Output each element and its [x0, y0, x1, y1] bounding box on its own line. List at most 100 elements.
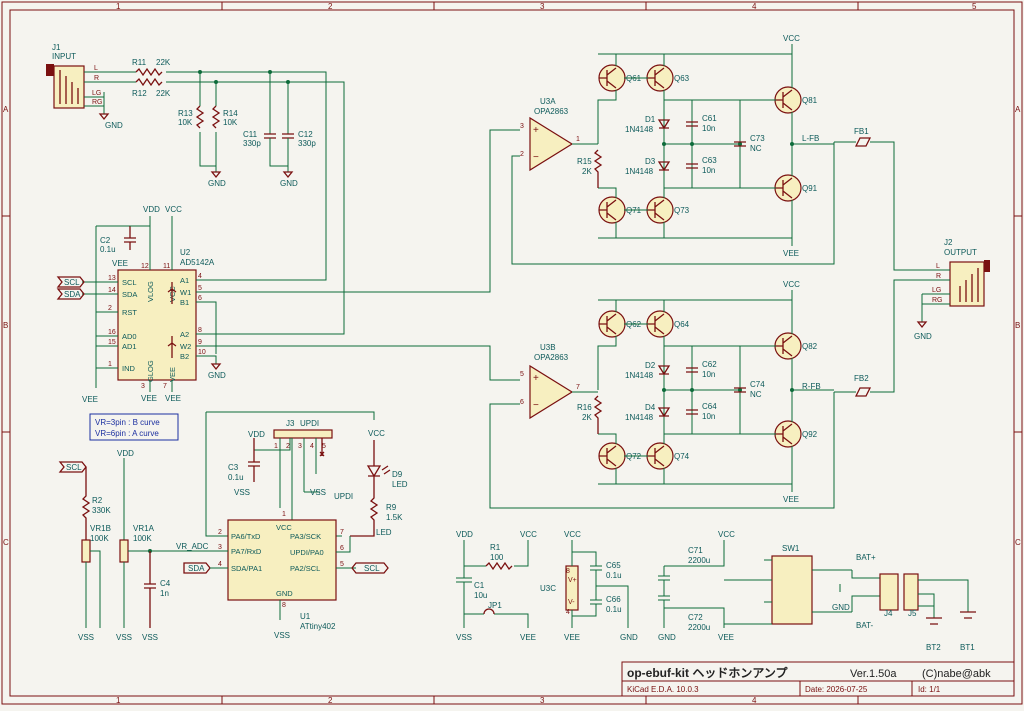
vss-c3: VSS	[234, 488, 250, 497]
vee-c72: VEE	[718, 633, 734, 642]
r13-value: 10K	[178, 118, 193, 127]
u2-pin-name-rst: RST	[122, 308, 137, 317]
d4-value: 1N4148	[625, 413, 654, 422]
u3b-value: OPA2863	[534, 353, 569, 362]
vee-u3c: VEE	[564, 633, 580, 642]
gnd-c71: GND	[658, 633, 676, 642]
u3a-opamp: U3A OPA2863 + − 3 2 1	[520, 97, 580, 172]
stageR-vee: VEE	[783, 495, 799, 504]
copyright-text: (C)nabe@abk	[922, 668, 991, 680]
vr1a-value: 100K	[133, 534, 152, 543]
c71-value: 2200u	[688, 556, 710, 565]
frame-col-4-bottom: 4	[752, 696, 757, 705]
fb2-ref: FB2	[854, 374, 869, 383]
u2-pin-num-14: 14	[108, 287, 116, 294]
title-block: op-ebuf-kit ヘッドホンアンプ Ver.1.50a (C)nabe@a…	[621, 661, 1015, 697]
j3-ref: J3	[286, 419, 295, 428]
c65-ref: C65	[606, 561, 621, 570]
scl-label-vr	[58, 461, 87, 473]
updi-net-label: UPDI	[334, 492, 353, 501]
r2-value: 330K	[92, 506, 111, 515]
u2-pin-name-ad1: AD1	[122, 342, 137, 351]
c66-ref: C66	[606, 595, 621, 604]
r15-resistor	[593, 149, 603, 188]
vcc-d9: VCC	[368, 429, 385, 438]
gnd-r13: GND	[208, 179, 226, 188]
fb1-ferrite: FB1 L-FB	[802, 127, 938, 271]
j3-value: UPDI	[300, 419, 319, 428]
c63-ref: C63	[702, 156, 717, 165]
d2-diode	[657, 365, 671, 376]
j1-pin-lg: LG	[92, 90, 101, 97]
vr1b-value: 100K	[90, 534, 109, 543]
svg-text:+: +	[533, 373, 539, 384]
q64-ref: Q64	[674, 320, 690, 329]
frame-row-a-right: A	[1015, 105, 1021, 114]
frame-col-2-bottom: 2	[328, 696, 333, 705]
svg-text:5: 5	[322, 443, 326, 450]
c3-ref: C3	[228, 463, 239, 472]
frame-row-c: C	[3, 538, 9, 547]
r1-value: 100	[490, 553, 504, 562]
u2-value: AD5142A	[180, 258, 215, 267]
d2-value: 1N4148	[625, 371, 654, 380]
r16-ref: R16	[577, 403, 592, 412]
vdd-u2: VDD	[143, 205, 160, 214]
u2-pin-name-scl: SCL	[122, 278, 137, 287]
d1-diode	[657, 119, 671, 130]
c62-value: 10n	[702, 370, 715, 379]
svg-text:−: −	[533, 400, 539, 411]
c66-value: 0.1u	[606, 605, 622, 614]
frame-row-c-right: C	[1015, 538, 1021, 547]
c62-ref: C62	[702, 360, 717, 369]
d2-ref: D2	[645, 361, 656, 370]
u3a-pin-out: 1	[576, 136, 580, 143]
u1-pin-name-5: PA2/SCL	[290, 564, 320, 573]
u2-pin-name-w2: W2	[180, 342, 191, 351]
d9-ref: D9	[392, 470, 403, 479]
c2-value: 0.1u	[100, 245, 116, 254]
gnd-j1: GND	[105, 121, 123, 130]
r16-value: 2K	[582, 413, 592, 422]
u1-pin-num-7: 7	[340, 529, 344, 536]
u1-pin-name-vcc: VCC	[276, 523, 292, 532]
pot-curve-note: VR=3pin : B curve VR=6pin : A curve	[89, 413, 179, 441]
frame-row-a: A	[3, 105, 9, 114]
u2-pin-name-a2: A2	[180, 330, 189, 339]
c11-c12-capacitors	[264, 133, 294, 139]
vee-u2-left: VEE	[82, 395, 98, 404]
c64-value: 10n	[702, 412, 715, 421]
u2-pin-name-ind: IND	[122, 364, 136, 373]
u2-pin-name-w1: W1	[180, 288, 191, 297]
title-text: op-ebuf-kit ヘッドホンアンプ	[627, 665, 788, 680]
frame-row-b: B	[3, 321, 8, 330]
u1-pin-name-3: PA7/RxD	[231, 547, 262, 556]
j2-pin-r: R	[936, 273, 941, 280]
u2-pin-num-11: 11	[163, 263, 170, 270]
u1-pin-num-4: 4	[218, 561, 222, 568]
u2-pin-num-7: 7	[163, 383, 167, 390]
j1-pin-r: R	[94, 75, 99, 82]
u2-pin-num-4: 4	[198, 273, 202, 280]
r11-value: 22K	[156, 58, 171, 67]
frame-col-1: 1	[116, 2, 121, 11]
c64-ref: C64	[702, 402, 717, 411]
u1-pin-num-6: 6	[340, 545, 344, 552]
j4-ref: J4	[884, 609, 893, 618]
vcc-u3c: VCC	[564, 530, 581, 539]
r11-resistor: R11 22K	[132, 58, 171, 77]
gnd-u2: GND	[208, 371, 226, 380]
u2-pin-name-a1: A1	[180, 276, 189, 285]
r13-ref: R13	[178, 109, 193, 118]
d9-value: LED	[392, 480, 408, 489]
r9-value: 1.5K	[386, 513, 403, 522]
gnd-c65: GND	[620, 633, 638, 642]
u2-pin-num-8: 8	[198, 327, 202, 334]
r9-ref: R9	[386, 503, 397, 512]
frame-col-5: 5	[972, 2, 977, 11]
led-net-label: LED	[376, 528, 392, 537]
u1-pin-num-1: 1	[282, 511, 286, 518]
